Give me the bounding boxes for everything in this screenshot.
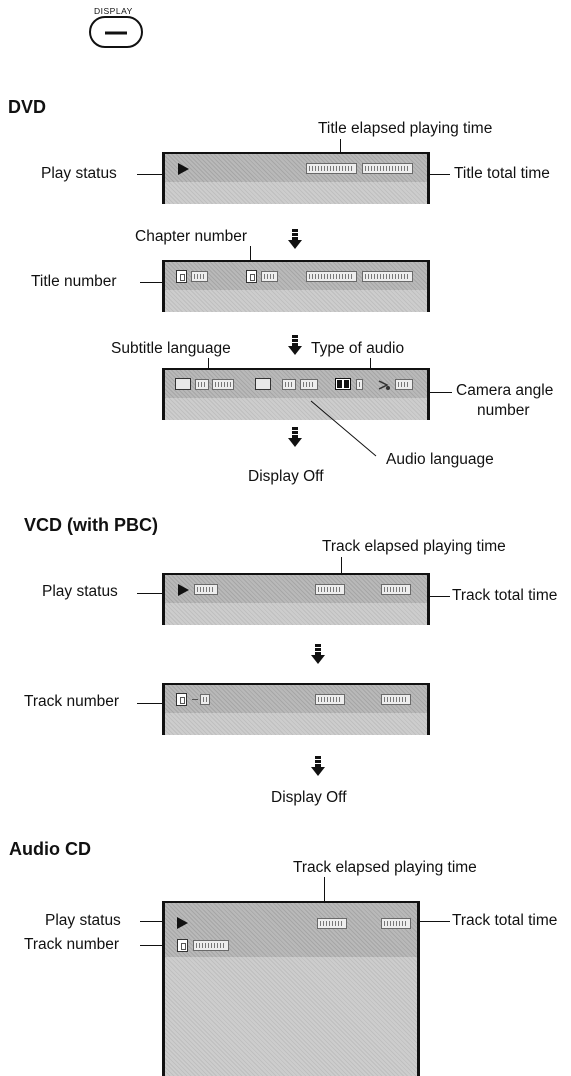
track-number-digits (194, 584, 218, 595)
vcd-track-total-label: Track total time (452, 587, 558, 604)
audio-cd-heading: Audio CD (9, 839, 91, 859)
down-arrow-icon (311, 644, 325, 664)
vcd-osd-panel-2 (162, 683, 430, 735)
dvd-subtitle-language-label: Subtitle language (111, 340, 231, 357)
audio-cd-track-total-label: Track total time (452, 912, 558, 929)
dvd-camera-angle-leader (420, 392, 452, 393)
title-number-digits (191, 271, 208, 282)
vcd-track-number-leader (137, 703, 175, 704)
track-elapsed-digits (317, 918, 347, 929)
title-elapsed-digits (306, 271, 357, 282)
audio-cd-play-status-label: Play status (45, 912, 121, 929)
down-arrow-icon (288, 427, 302, 447)
chapter-icon (246, 270, 257, 283)
dvd-osd-panel-2 (162, 260, 430, 312)
vcd-display-off-label: Display Off (271, 789, 347, 806)
dvd-osd-panel-3 (162, 368, 430, 420)
track-number-digits (193, 940, 229, 951)
dvd-title-number-label: Title number (31, 273, 117, 290)
dvd-type-of-audio-label: Type of audio (311, 340, 405, 357)
title-total-digits (362, 271, 413, 282)
display-button-label: DISPLAY (94, 6, 133, 16)
dvd-title-number-leader (140, 282, 175, 283)
audio-icon (255, 378, 271, 390)
track-elapsed-digits (315, 694, 345, 705)
track-total-digits (381, 584, 411, 595)
vcd-heading: VCD (with PBC) (24, 515, 158, 535)
subtitle-language-code (212, 379, 234, 390)
dvd-title-total-leader (419, 174, 450, 175)
vcd-play-status-leader (137, 593, 173, 594)
audio-cd-osd-panel (162, 901, 420, 1076)
display-button[interactable]: DISPLAY (86, 6, 156, 50)
chapter-number-digits (261, 271, 278, 282)
dvd-title-elapsed-leader (340, 139, 341, 162)
audio-cd-track-elapsed-leader (324, 877, 325, 909)
vcd-osd-panel-1 (162, 573, 430, 625)
play-icon (178, 584, 189, 596)
dvd-play-status-label: Play status (41, 165, 117, 182)
audio-cd-track-elapsed-label: Track elapsed playing time (293, 859, 477, 876)
dolby-d-left (337, 380, 342, 388)
title-elapsed-digits (306, 163, 357, 174)
track-total-digits (381, 918, 411, 929)
dvd-osd-panel-1 (162, 152, 430, 204)
dvd-subtitle-leader (208, 358, 209, 376)
dvd-title-total-label: Title total time (454, 165, 550, 182)
audio-language-code (300, 379, 318, 390)
dvd-audio-language-label: Audio language (386, 451, 494, 468)
dolby-d-right (344, 380, 349, 388)
dvd-heading: DVD (8, 97, 47, 117)
vcd-track-total-leader (417, 596, 450, 597)
title-icon (176, 270, 187, 283)
dvd-camera-angle-label-1: Camera angle (456, 382, 554, 399)
camera-angle-icon (377, 378, 391, 390)
dvd-chapter-number-label: Chapter number (135, 228, 248, 245)
play-icon (178, 163, 189, 175)
display-button-icon (89, 16, 143, 48)
audio-channel-digit (356, 379, 363, 390)
subtitle-digits (195, 379, 209, 390)
down-arrow-icon (311, 756, 325, 776)
dvd-type-of-audio-leader (370, 358, 371, 376)
play-icon (177, 917, 188, 929)
audio-digits (282, 379, 296, 390)
down-arrow-icon (288, 229, 302, 249)
dvd-chapter-leader (250, 246, 251, 268)
camera-angle-glyph (378, 380, 390, 390)
audio-cd-track-number-label: Track number (24, 936, 120, 953)
dvd-display-off-label: Display Off (248, 468, 324, 485)
dolby-icon (335, 378, 351, 390)
track-dash (192, 699, 198, 700)
osd-band (165, 903, 417, 957)
audio-cd-track-number-leader (140, 945, 175, 946)
audio-cd-track-total-leader (418, 921, 450, 922)
vcd-play-status-label: Play status (42, 583, 118, 600)
vcd-track-elapsed-leader (341, 557, 342, 584)
down-arrow-icon (288, 335, 302, 355)
dvd-audio-language-leader (310, 400, 377, 457)
track-number-digits (200, 694, 210, 705)
vcd-track-number-label: Track number (24, 693, 120, 710)
title-icon (176, 693, 187, 706)
vcd-track-elapsed-label: Track elapsed playing time (322, 538, 506, 555)
dvd-camera-angle-label-2: number (477, 402, 530, 419)
dvd-play-status-leader (137, 174, 169, 175)
camera-angle-digits (395, 379, 413, 390)
track-elapsed-digits (315, 584, 345, 595)
title-total-digits (362, 163, 413, 174)
audio-cd-play-status-leader (140, 921, 171, 922)
dvd-title-elapsed-label: Title elapsed playing time (318, 120, 493, 137)
track-total-digits (381, 694, 411, 705)
subtitle-icon (175, 378, 191, 390)
title-icon (177, 939, 188, 952)
